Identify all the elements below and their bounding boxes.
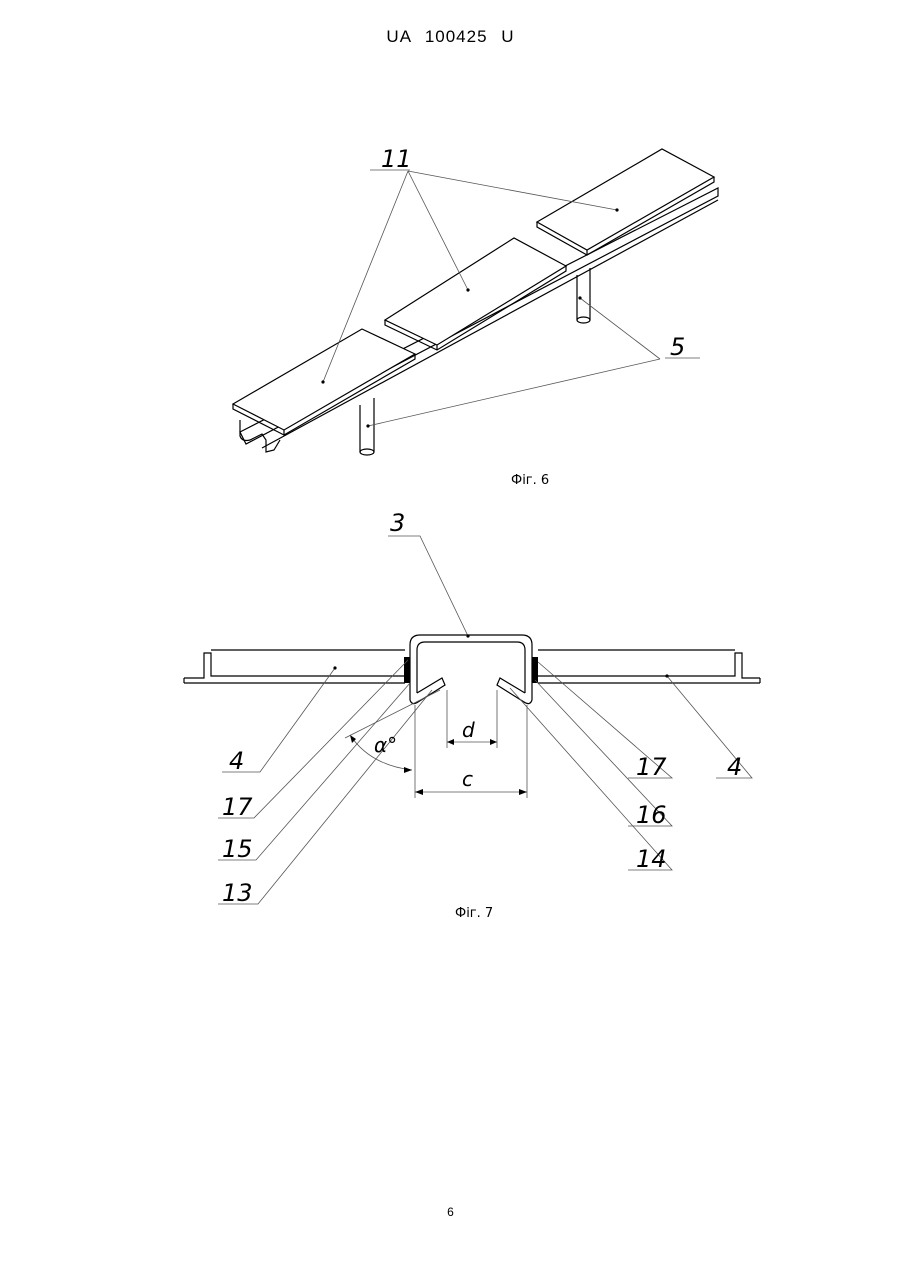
label-13: 13 — [222, 879, 253, 907]
lip-right — [497, 678, 532, 704]
plate-middle — [385, 238, 566, 350]
label-4-left: 4 — [229, 747, 244, 775]
leader-15 — [218, 683, 410, 860]
label-16: 16 — [636, 801, 667, 829]
label-17-left: 17 — [222, 793, 253, 821]
label-alpha: α° — [374, 733, 397, 757]
label-4-right: 4 — [727, 753, 742, 781]
panel-left — [184, 650, 405, 683]
page-number: 6 — [0, 1205, 901, 1219]
leader-3 — [388, 536, 468, 636]
lip-left — [410, 678, 445, 704]
rail-bottom-edge — [262, 200, 718, 448]
label-17-right: 17 — [636, 753, 667, 781]
label-5: 5 — [670, 333, 685, 361]
figure-7-caption: Фіг. 7 — [455, 906, 493, 921]
figure-6-drawing: 11 5 — [233, 145, 718, 455]
label-14: 14 — [636, 845, 667, 873]
panel-right — [538, 650, 760, 683]
figure-6-caption: Фіг. 6 — [511, 473, 549, 488]
label-d: d — [462, 718, 475, 742]
label-3: 3 — [390, 509, 405, 537]
label-11: 11 — [381, 145, 412, 173]
profile-inner — [417, 642, 525, 693]
figure-7-drawing: 3 4 4 17 17 15 13 16 14 d c α° — [184, 509, 760, 907]
seal-right — [532, 657, 538, 683]
plate-right — [537, 149, 714, 255]
label-15: 15 — [222, 835, 253, 863]
profile-outer — [410, 635, 532, 700]
label-c: c — [462, 767, 473, 791]
